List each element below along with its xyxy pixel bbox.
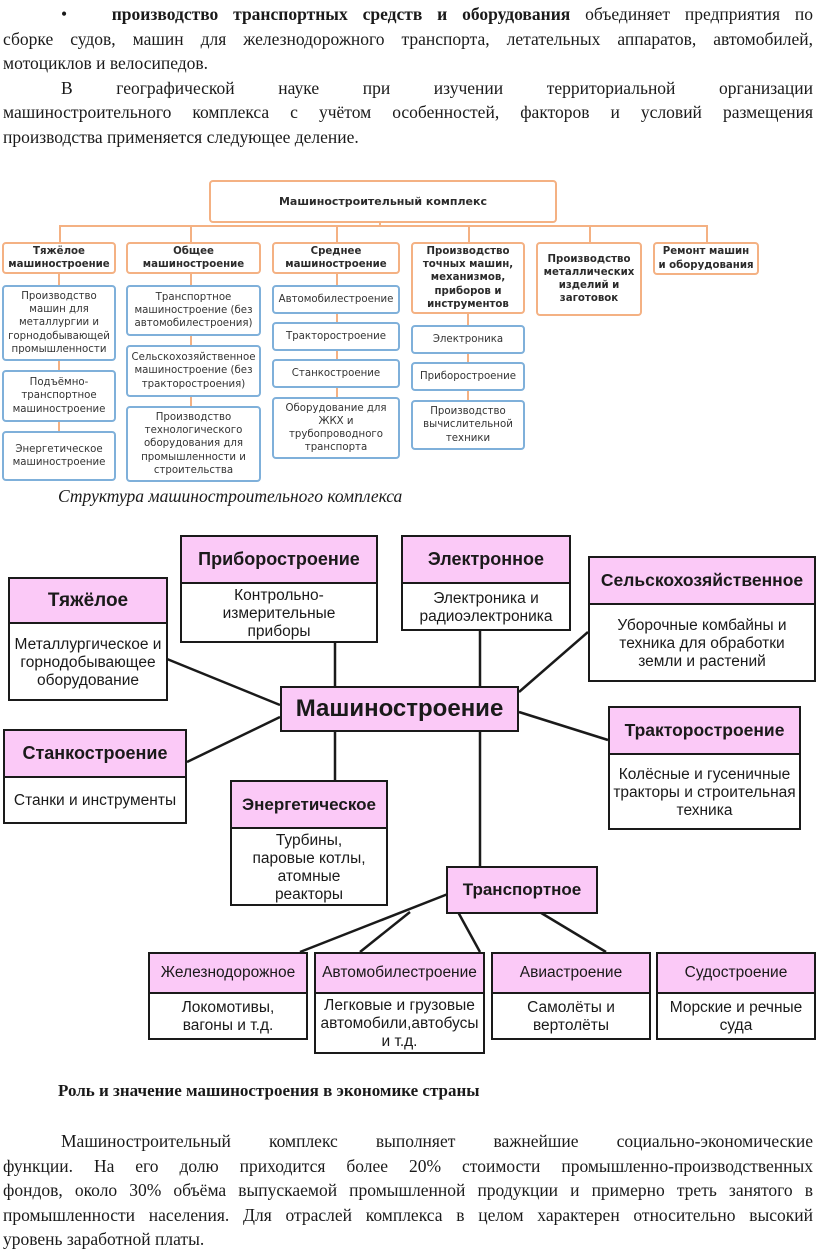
text-line: фондов, около 30% объёма выпускаемой про… <box>3 1180 813 1200</box>
chart-leaf: Производство вычислительной техники <box>411 400 525 450</box>
connector-line <box>190 225 192 243</box>
node-desc: Колёсные и гусеничные тракторы и строите… <box>613 765 796 819</box>
figure-caption: Структура машиностроительного комплекса <box>58 486 403 506</box>
intro-paragraph: • производство транспортных средств и об… <box>3 2 813 149</box>
text-line: производства применяется следующее делен… <box>3 126 359 147</box>
chart-leaf: Подъёмно-транспортное машиностроение <box>2 370 116 422</box>
chart-leaf: Автомобилестроение <box>272 285 400 314</box>
branch-repair: Ремонт машин и оборудования <box>653 242 759 275</box>
node-desc: Контрольно-измерительные приборы <box>222 586 336 640</box>
node-heavy: Тяжёлое Металлургическое и горнодобывающ… <box>8 577 168 701</box>
node-railway: Железнодорожное Локомотивы, вагоны и т.д… <box>148 952 308 1040</box>
branch-metal-products: Производство металлических изделий и заг… <box>536 242 642 316</box>
connector-line <box>589 225 591 243</box>
node-desc: Металлургическое и горнодобывающее обору… <box>14 635 162 689</box>
chart-leaf: Энергетическое машиностроение <box>2 431 116 481</box>
chart-leaf: Тракторостроение <box>272 322 400 351</box>
bullet-bold-text: производство транспортных средств и обор… <box>111 4 571 24</box>
connector-line <box>467 313 469 403</box>
node-title: Сельскохозяйственное <box>590 558 814 605</box>
diagram-connectors <box>166 629 609 954</box>
text-line: мотоциклов и велосипедов. <box>3 53 209 73</box>
node-title: Железнодорожное <box>150 954 306 994</box>
branch-general: Общее машиностроение <box>126 242 261 274</box>
node-desc: Электроника и радиоэлектроника <box>419 589 553 625</box>
node-desc: Морские и речные суда <box>669 999 803 1034</box>
text-line: сборке судов, машин для железнодорожного… <box>3 28 813 49</box>
node-agricultural: Сельскохозяйственное Уборочные комбайны … <box>588 556 816 682</box>
text-line: В географической науке при изучении терр… <box>61 77 813 98</box>
connector-line <box>468 225 470 243</box>
chart-leaf: Станкостроение <box>272 359 400 388</box>
node-desc: Локомотивы, вагоны и т.д. <box>181 999 275 1034</box>
node-desc: Легковые и грузовые автомобили,автобусы … <box>320 997 479 1050</box>
node-title: Судостроение <box>658 954 814 994</box>
text-line: уровень заработной платы. <box>3 1229 205 1249</box>
bullet-text: объединяет предприятия по <box>570 4 813 24</box>
connector-line <box>190 272 192 412</box>
chart-leaf: Транспортное машиностроение (без автомоб… <box>126 285 261 336</box>
node-instrument: Приборостроение Контрольно-измерительные… <box>180 535 378 643</box>
connector-line <box>59 225 61 243</box>
node-tractor: Тракторостроение Колёсные и гусеничные т… <box>608 706 801 830</box>
node-title: Приборостроение <box>182 537 376 584</box>
section-heading: Роль и значение машиностроения в экономи… <box>58 1081 480 1100</box>
node-title: Тракторостроение <box>610 708 799 755</box>
chart-leaf: Приборостроение <box>411 362 525 391</box>
node-machine-tool: Станкостроение Станки и инструменты <box>3 729 187 824</box>
node-shipbuilding: Судостроение Морские и речные суда <box>656 952 816 1040</box>
connector-line <box>359 911 411 953</box>
node-desc: Уборочные комбайны и техника для обработ… <box>617 616 787 670</box>
chart-leaf: Производство технологического оборудован… <box>126 406 261 482</box>
connector-line <box>706 225 708 243</box>
chart-leaf: Сельскохозяйственное машиностроение (без… <box>126 345 261 397</box>
node-title: Автомобилестроение <box>316 954 483 994</box>
node-transport: Транспортное <box>446 866 598 914</box>
branch-heavy: Тяжёлое машиностроение <box>2 242 116 274</box>
node-desc: Станки и инструменты <box>13 792 177 809</box>
node-aviation: Авиастроение Самолёты и вертолёты <box>491 952 651 1040</box>
node-title: Авиастроение <box>493 954 649 994</box>
connector-line <box>186 715 281 764</box>
chart-leaf: Оборудование для ЖКХ и трубопроводного т… <box>272 397 400 459</box>
node-electronic: Электронное Электроника и радиоэлектрони… <box>401 535 571 631</box>
chart-leaf: Производство машин для металлургии и гор… <box>2 285 116 361</box>
connector-line <box>456 911 482 953</box>
branch-precision: Производство точных машин, механизмов, п… <box>411 242 525 314</box>
text-line: промышленности населения. Для отраслей к… <box>3 1204 813 1225</box>
node-title: Электронное <box>403 537 569 584</box>
node-title: Тяжёлое <box>10 579 166 624</box>
node-automotive: Автомобилестроение Легковые и грузовые а… <box>314 952 485 1054</box>
branch-medium: Среднее машиностроение <box>272 242 400 274</box>
node-title: Станкостроение <box>5 731 185 778</box>
bullet-icon: • <box>61 4 112 24</box>
connector-line <box>166 657 281 707</box>
text-line: машиностроительного комплекса с учётом о… <box>3 102 813 122</box>
chart-leaf: Электроника <box>411 325 525 354</box>
section-paragraph: Машиностроительный комплекс выполняет ва… <box>3 1129 813 1252</box>
connector-line <box>379 221 381 227</box>
connector-line <box>299 890 454 954</box>
node-energy: Энергетическое Турбины, паровые котлы, а… <box>230 780 388 906</box>
node-title: Энергетическое <box>232 782 386 829</box>
connector-line <box>336 225 338 243</box>
node-desc: Самолёты и вертолёты <box>527 999 615 1034</box>
text-line: функции. На его долю приходится более 20… <box>3 1155 813 1176</box>
connector-line <box>518 631 589 693</box>
node-desc: Турбины, паровые котлы, атомные реакторы <box>252 831 366 903</box>
text-line: Машиностроительный комплекс выполняет ва… <box>61 1131 813 1151</box>
center-node: Машиностроение <box>280 686 519 732</box>
connector-line <box>59 225 707 227</box>
chart-root-box: Машиностроительный комплекс <box>209 180 557 223</box>
connector-line <box>518 710 609 742</box>
